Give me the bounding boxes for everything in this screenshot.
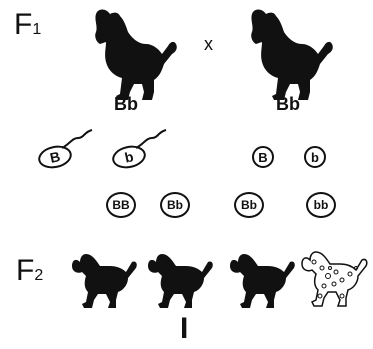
white-spotted-poodle-icon bbox=[300, 240, 368, 310]
f1-generation-label: F1 bbox=[14, 8, 41, 42]
parent-dog-left bbox=[92, 6, 178, 107]
offspring-genotype-bb: bb bbox=[306, 192, 336, 218]
black-poodle-icon bbox=[228, 244, 296, 310]
parent-genotype-left: Bb bbox=[114, 94, 138, 115]
f2-letter: F bbox=[16, 254, 34, 287]
black-poodle-icon bbox=[92, 6, 178, 102]
offspring-dog-1 bbox=[70, 244, 138, 315]
offspring-genotype-Bb-1: Bb bbox=[160, 192, 190, 218]
offspring-genotype-BB: BB bbox=[106, 192, 136, 218]
egg-gamete-B: B bbox=[252, 146, 274, 168]
parent-genotype-right: Bb bbox=[276, 94, 300, 115]
f1-letter: F bbox=[14, 8, 32, 41]
offspring-dog-4 bbox=[300, 240, 368, 315]
black-poodle-icon bbox=[146, 244, 214, 310]
egg-gamete-b: b bbox=[304, 146, 326, 168]
f2-generation-label: F2 bbox=[16, 254, 43, 288]
sperm-tail-icon bbox=[62, 132, 92, 152]
offspring-dog-2 bbox=[146, 244, 214, 315]
sperm-tail-icon bbox=[136, 132, 166, 152]
f1-subscript: 1 bbox=[32, 21, 41, 38]
cross-symbol: x bbox=[204, 34, 213, 55]
figure-number-label: I bbox=[180, 312, 188, 346]
black-poodle-icon bbox=[70, 244, 138, 310]
black-poodle-icon bbox=[248, 6, 334, 102]
offspring-genotype-Bb-2: Bb bbox=[234, 192, 264, 218]
parent-dog-right bbox=[248, 6, 334, 107]
f2-subscript: 2 bbox=[34, 267, 43, 284]
offspring-dog-3 bbox=[228, 244, 296, 315]
